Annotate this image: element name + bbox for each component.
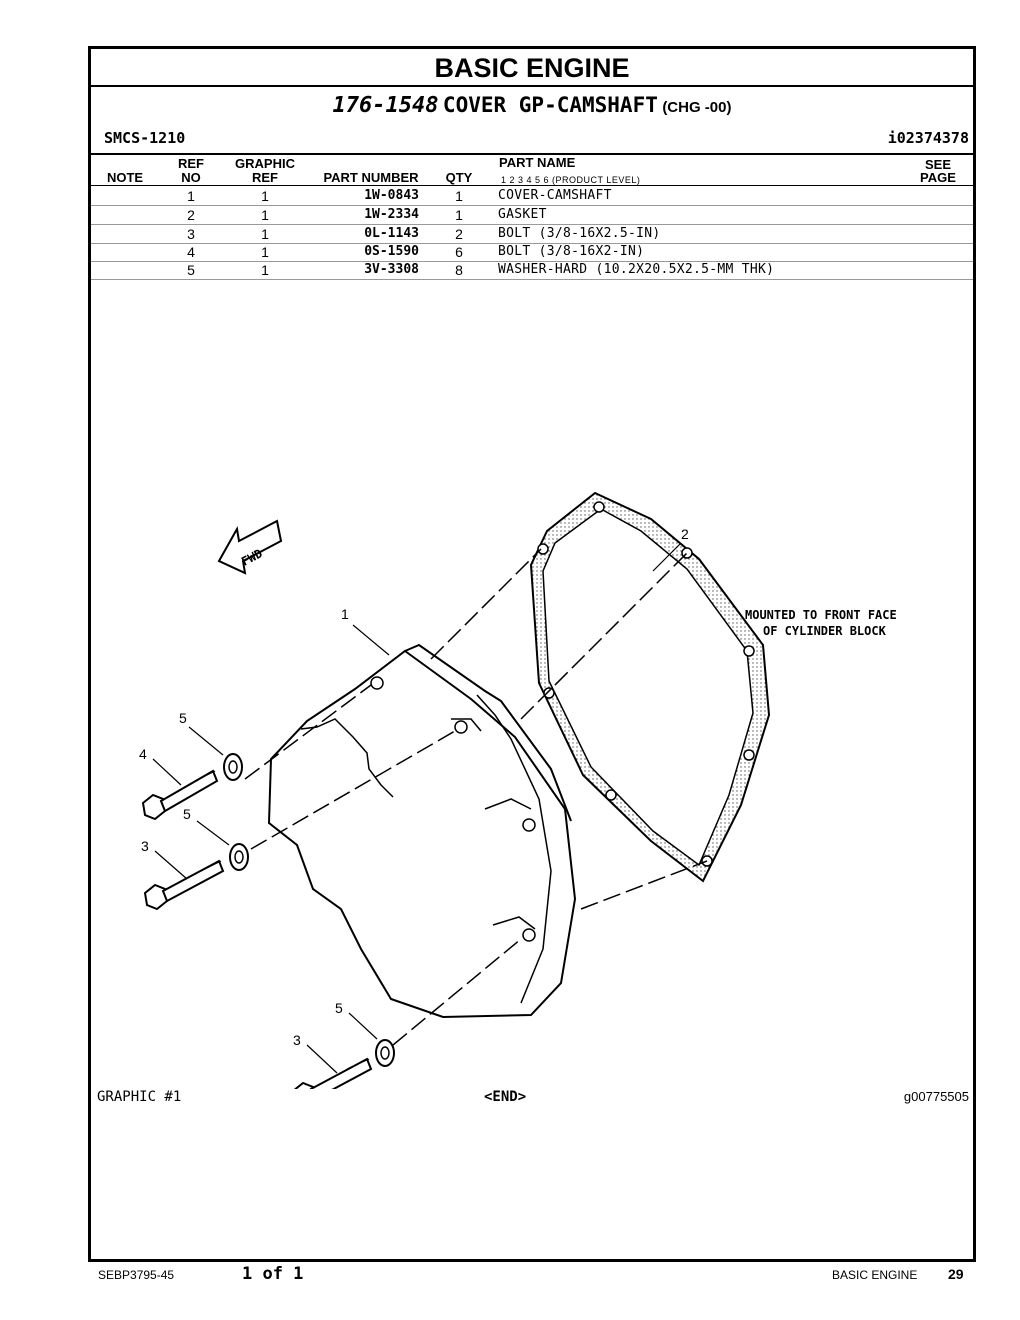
- header-graphic-top: GRAPHIC: [235, 156, 295, 171]
- graphic-label: GRAPHIC #1: [97, 1089, 182, 1105]
- gasket-drawing: [529, 491, 771, 883]
- document-code: SEBP3795-45: [98, 1268, 175, 1282]
- callout-leaders: [152, 542, 682, 1074]
- callout-3: 3: [141, 838, 149, 854]
- header-note: NOTE: [106, 170, 144, 185]
- callout-3: 3: [293, 1032, 301, 1048]
- part-name: GASKET: [498, 207, 547, 222]
- quantity: 1: [455, 188, 463, 204]
- callout-2: 2: [681, 526, 689, 542]
- callout-5: 5: [183, 806, 191, 822]
- group-change: (CHG -00): [662, 99, 732, 116]
- graphic-ref: 1: [261, 226, 269, 242]
- assembly-leaders: [244, 548, 708, 1046]
- washer-drawing: [223, 753, 395, 1067]
- page-title: BASIC ENGINE: [91, 49, 973, 87]
- ref-no: 3: [187, 226, 195, 242]
- camshaft-cover-drawing: [267, 643, 577, 1019]
- header-part-name: PART NAME: [499, 155, 576, 170]
- header-graphic-bottom: REF: [252, 170, 278, 185]
- callout-4: 4: [139, 746, 147, 762]
- graphic-ref: 1: [261, 207, 269, 223]
- page-frame: BASIC ENGINE 176-1548 COVER GP-CAMSHAFT …: [88, 46, 976, 1262]
- table-header-divider: [91, 185, 973, 186]
- quantity: 2: [455, 226, 463, 242]
- header-ref-bottom: NO: [181, 170, 201, 185]
- table-row: 2 1 1W-2334 1 GASKET: [91, 206, 973, 225]
- part-number: 0S-1590: [364, 244, 419, 259]
- group-title: 176-1548 COVER GP-CAMSHAFT (CHG -00): [91, 93, 973, 118]
- part-name: BOLT (3/8-16X2-IN): [498, 244, 645, 259]
- header-qty: QTY: [445, 170, 473, 185]
- part-number: 0L-1143: [364, 226, 419, 241]
- table-row: 4 1 0S-1590 6 BOLT (3/8-16X2-IN): [91, 243, 973, 262]
- table-row: 3 1 0L-1143 2 BOLT (3/8-16X2.5-IN): [91, 225, 973, 244]
- part-number: 3V-3308: [364, 262, 419, 277]
- callout-1: 1: [341, 606, 349, 622]
- ref-no: 5: [187, 262, 195, 278]
- group-name: COVER GP-CAMSHAFT: [442, 93, 658, 117]
- part-name: COVER-CAMSHAFT: [498, 188, 612, 203]
- quantity: 8: [455, 262, 463, 278]
- graphic-ref: 1: [261, 188, 269, 204]
- ref-no: 2: [187, 207, 195, 223]
- ref-no: 4: [187, 244, 195, 260]
- quantity: 1: [455, 207, 463, 223]
- mounting-note-line2: OF CYLINDER BLOCK: [763, 624, 887, 638]
- illustration-id: i02374378: [887, 129, 969, 147]
- page-of: 1 of 1: [242, 1264, 304, 1284]
- part-name: BOLT (3/8-16X2.5-IN): [498, 226, 661, 241]
- bolt-drawing: [141, 769, 373, 1089]
- group-number: 176-1548: [332, 93, 439, 118]
- smcs-code: SMCS-1210: [104, 129, 186, 147]
- part-number: 1W-2334: [364, 207, 419, 222]
- callout-5: 5: [335, 1000, 343, 1016]
- quantity: 6: [455, 244, 463, 260]
- graphic-ref: 1: [261, 244, 269, 260]
- graphic-id: g00775505: [903, 1089, 969, 1104]
- header-divider: [91, 153, 973, 155]
- graphic-ref: 1: [261, 262, 269, 278]
- forward-arrow-icon: FWD: [217, 519, 283, 575]
- footer-section: BASIC ENGINE: [832, 1268, 918, 1282]
- exploded-view-graphic: FWD: [139, 491, 897, 1089]
- header-see-top: SEE: [924, 157, 951, 172]
- header-product-levels: 1 2 3 4 5 6 (PRODUCT LEVEL): [501, 175, 641, 185]
- header-ref-top: REF: [178, 156, 204, 171]
- ref-no: 1: [187, 188, 195, 204]
- end-marker: <END>: [484, 1089, 527, 1105]
- callout-5: 5: [179, 710, 187, 726]
- part-number: 1W-0843: [364, 188, 419, 203]
- header-part-number: PART NUMBER: [323, 170, 419, 185]
- page-number: 29: [948, 1266, 964, 1282]
- table-row: 1 1 1W-0843 1 COVER-CAMSHAFT: [91, 187, 973, 206]
- mounting-note-line1: MOUNTED TO FRONT FACE: [745, 608, 897, 622]
- header-see-bottom: PAGE: [920, 170, 956, 185]
- part-name: WASHER-HARD (10.2X20.5X2.5-MM THK): [498, 262, 775, 277]
- table-row: 5 1 3V-3308 8 WASHER-HARD (10.2X20.5X2.5…: [91, 261, 973, 280]
